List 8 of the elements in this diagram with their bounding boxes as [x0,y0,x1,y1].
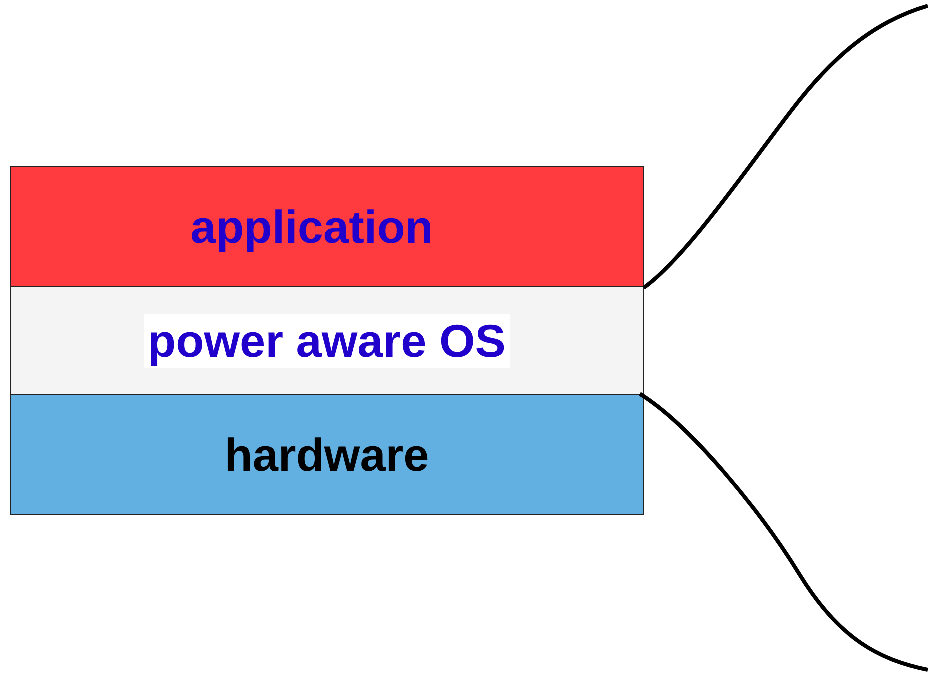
zoom-curve [638,392,928,672]
layer-box [10,166,644,287]
layer-box [10,286,644,395]
zoom-curve [642,4,928,290]
layer-label: application [190,200,434,254]
layer-box [10,394,644,515]
layer-label: power aware OS [144,314,510,368]
layer-label: hardware [224,428,430,482]
